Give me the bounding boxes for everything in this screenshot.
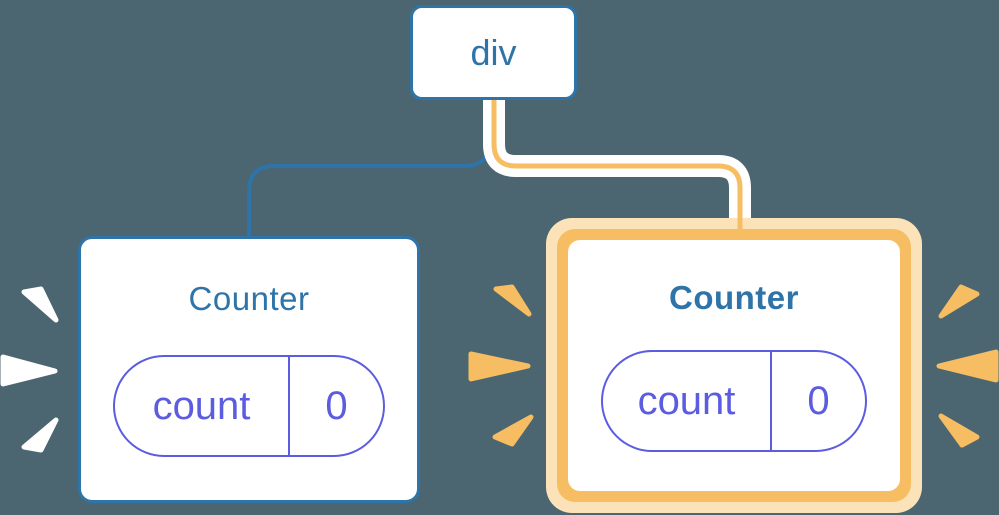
counter-card-right-highlight-ring: Counter count 0: [546, 218, 922, 513]
spark-burst-right-icon: [936, 284, 999, 448]
card-title: Counter: [669, 279, 799, 316]
connector-left-blue: [247, 95, 492, 240]
root-node-label: div: [470, 31, 517, 73]
state-value: 0: [325, 383, 348, 428]
counter-card-left: Counter count 0: [78, 236, 420, 503]
counter-card-right: Counter count 0: [568, 240, 900, 491]
spark-burst-left-icon: [0, 286, 59, 453]
state-pill: count 0: [113, 355, 385, 457]
card-title: Counter: [188, 280, 310, 317]
state-pill: count 0: [601, 350, 867, 452]
state-value: 0: [807, 378, 830, 423]
root-node: div: [410, 5, 577, 100]
state-key: count: [603, 352, 772, 450]
highlight-ring-inner: Counter count 0: [557, 229, 911, 502]
spark-burst-middle-icon: [468, 284, 534, 447]
connector-right-casing: [483, 95, 751, 225]
connector-right-core: [491, 100, 743, 234]
state-key: count: [115, 357, 290, 455]
